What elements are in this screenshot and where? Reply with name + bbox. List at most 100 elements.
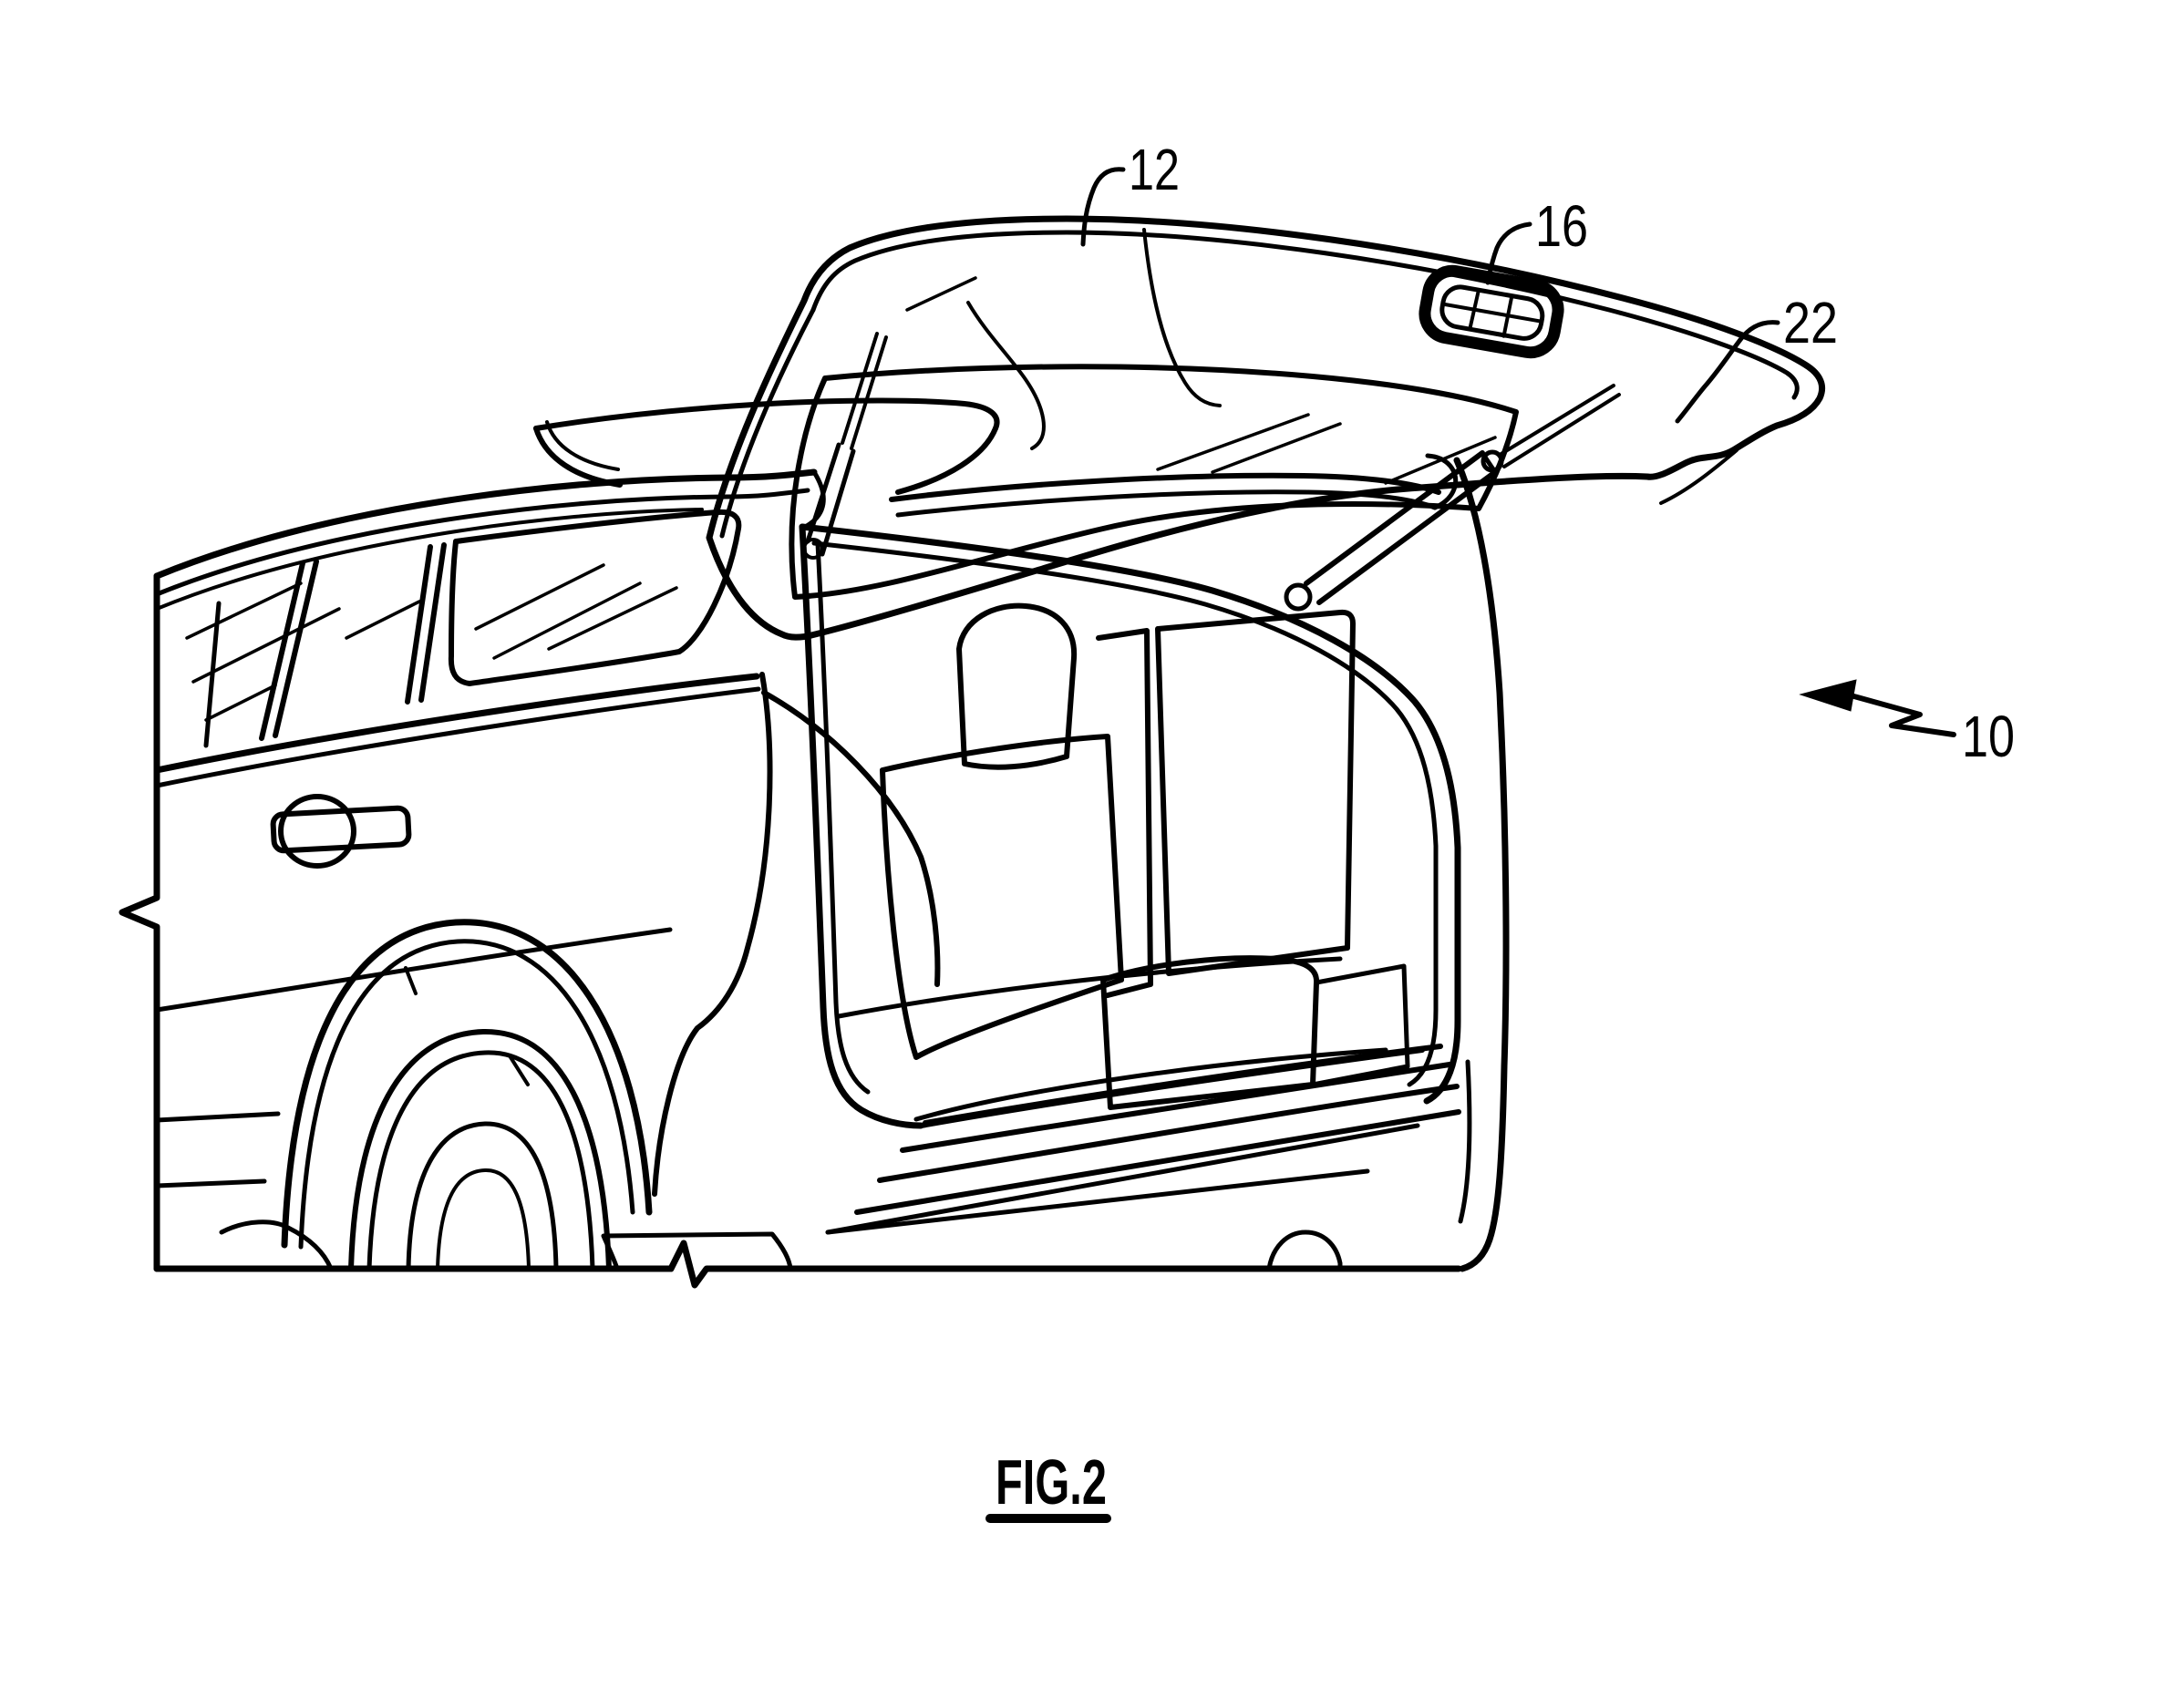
ref-numeral-10: 10: [1962, 704, 2015, 769]
armrest-box-side: [1310, 963, 1410, 1087]
glass-hatch-3: [204, 684, 277, 722]
b-pillar: [259, 561, 305, 741]
beltline: [153, 673, 760, 774]
liftgate-corner-wave: [1659, 448, 1739, 505]
strut-cylinder-top: [1304, 450, 1485, 586]
wheel-arch-flare-inner: [298, 939, 635, 1250]
strut-rod-collar: [1481, 449, 1504, 473]
seatback-left: [880, 734, 1124, 1060]
label-12: 12: [1080, 137, 1180, 247]
cargo-floor-edge: [836, 956, 1343, 1019]
side-windows: [185, 509, 742, 748]
b-pillar-2: [273, 559, 319, 738]
bumper-step-2: [900, 1062, 1452, 1153]
arrowhead-10: [1799, 679, 1857, 712]
vehicle-rear-perspective: 12 16 22 10 FIG.2: [119, 137, 2015, 1523]
handle-bezel: [1419, 264, 1564, 359]
beltline-2: [154, 686, 761, 788]
mud-flap: [219, 1219, 334, 1271]
liftgate-spoiler-inner-edge: [810, 230, 1800, 400]
handle-lens-midline: [1441, 302, 1542, 324]
label-22: 22: [1675, 290, 1838, 424]
bumper-step-3: [877, 1084, 1460, 1183]
glass-hatch-6: [492, 581, 642, 660]
glass-hatch-1: [185, 581, 303, 640]
c-pillar: [405, 544, 433, 705]
liftgate-handle: [1419, 264, 1564, 359]
quarter-window-outline: [448, 509, 742, 686]
rocker-recess: [601, 1231, 793, 1271]
ref-numeral-12: 12: [1129, 137, 1180, 202]
exhaust-notch: [1266, 1230, 1343, 1271]
caption-text: FIG.2: [996, 1446, 1107, 1518]
ground-break-line: [153, 1240, 1462, 1289]
rocker-line-1: [154, 1111, 281, 1123]
roof-panel-far-edge: [533, 397, 1000, 431]
door-handle-bezel: [278, 794, 356, 869]
body-right-edge: [1453, 457, 1510, 1272]
leader-line-12: [1080, 167, 1126, 247]
strut-cylinder-bottom: [1316, 469, 1498, 605]
wheel-rim: [406, 1121, 559, 1271]
seat-trim-band: [1096, 628, 1153, 998]
liftgate-glass-hatch-3: [1384, 436, 1497, 485]
glass-hatch-7: [547, 586, 678, 651]
vehicle-body: [119, 397, 1462, 1289]
aperture-frame-outer: [799, 523, 1461, 1105]
bumper-crease: [854, 1109, 1461, 1215]
liftgate: [706, 215, 1826, 641]
seatback-right: [1155, 609, 1356, 976]
fender-tick-1: [404, 966, 418, 995]
roof-drip-rail: [154, 488, 810, 597]
liftgate-glass-hatch-1: [1156, 413, 1310, 471]
ref-numeral-22: 22: [1783, 290, 1838, 355]
tire-outer: [348, 1028, 612, 1271]
aperture-left-rail: [799, 523, 924, 1129]
shelf-top-edge: [889, 472, 1441, 502]
liftgate-inner-wave-2: [1142, 228, 1222, 407]
strut-left-cyl-2: [820, 448, 856, 557]
c-pillar-2: [418, 542, 447, 703]
interior: [880, 602, 1410, 1122]
front-door-glass-edge: [203, 601, 222, 748]
liftgate-outline: [706, 215, 1826, 641]
bumper-corner-inner: [1458, 1059, 1472, 1224]
roof-drip-rail-2: [155, 508, 704, 611]
quarter-shoulder-line: [761, 690, 941, 987]
fender-tick-2: [509, 1055, 530, 1086]
ref-numeral-16: 16: [1535, 193, 1588, 259]
armrest-box: [1100, 955, 1319, 1110]
rear-door-seam: [652, 672, 773, 1197]
rocker-line-2: [154, 1178, 267, 1188]
bumper-wedge-top: [825, 1123, 1420, 1235]
door-handle-grip: [270, 805, 412, 854]
glass-hatch-5: [474, 563, 605, 631]
liftgate-glass-hatch-4: [905, 276, 977, 312]
liftgate-inner-wave-1: [966, 301, 1046, 450]
left-break-line: [119, 572, 160, 1272]
label-10: 10: [1799, 679, 2015, 769]
lower-character-line: [154, 927, 673, 1013]
strut-rod-bottom: [1502, 393, 1621, 468]
rear-wheel: [219, 919, 653, 1271]
strut-left-rod-2: [850, 335, 888, 450]
figure-caption: FIG.2: [985, 1446, 1111, 1523]
strut-ball-mount: [1284, 582, 1313, 612]
shelf-front-edge: [895, 489, 1438, 518]
strut-left-cyl-1: [805, 442, 841, 544]
label-16: 16: [1485, 193, 1588, 285]
reference-labels: 12 16 22 10: [1080, 137, 2015, 769]
liftgate-leading-edge-inner: [719, 307, 816, 539]
glass-hatch-2: [191, 607, 341, 684]
leader-zigzag-10: [1848, 693, 1956, 737]
wheel-hub: [436, 1168, 531, 1271]
leader-line-22: [1675, 320, 1780, 424]
strut-rod-top: [1498, 384, 1615, 457]
aperture-left-rail-inner: [815, 540, 871, 1095]
strut-left-rod-1: [841, 332, 879, 445]
leader-line-16: [1485, 221, 1532, 285]
headrest-left: [956, 602, 1078, 770]
roof-panel-rear-edge: [895, 426, 998, 495]
